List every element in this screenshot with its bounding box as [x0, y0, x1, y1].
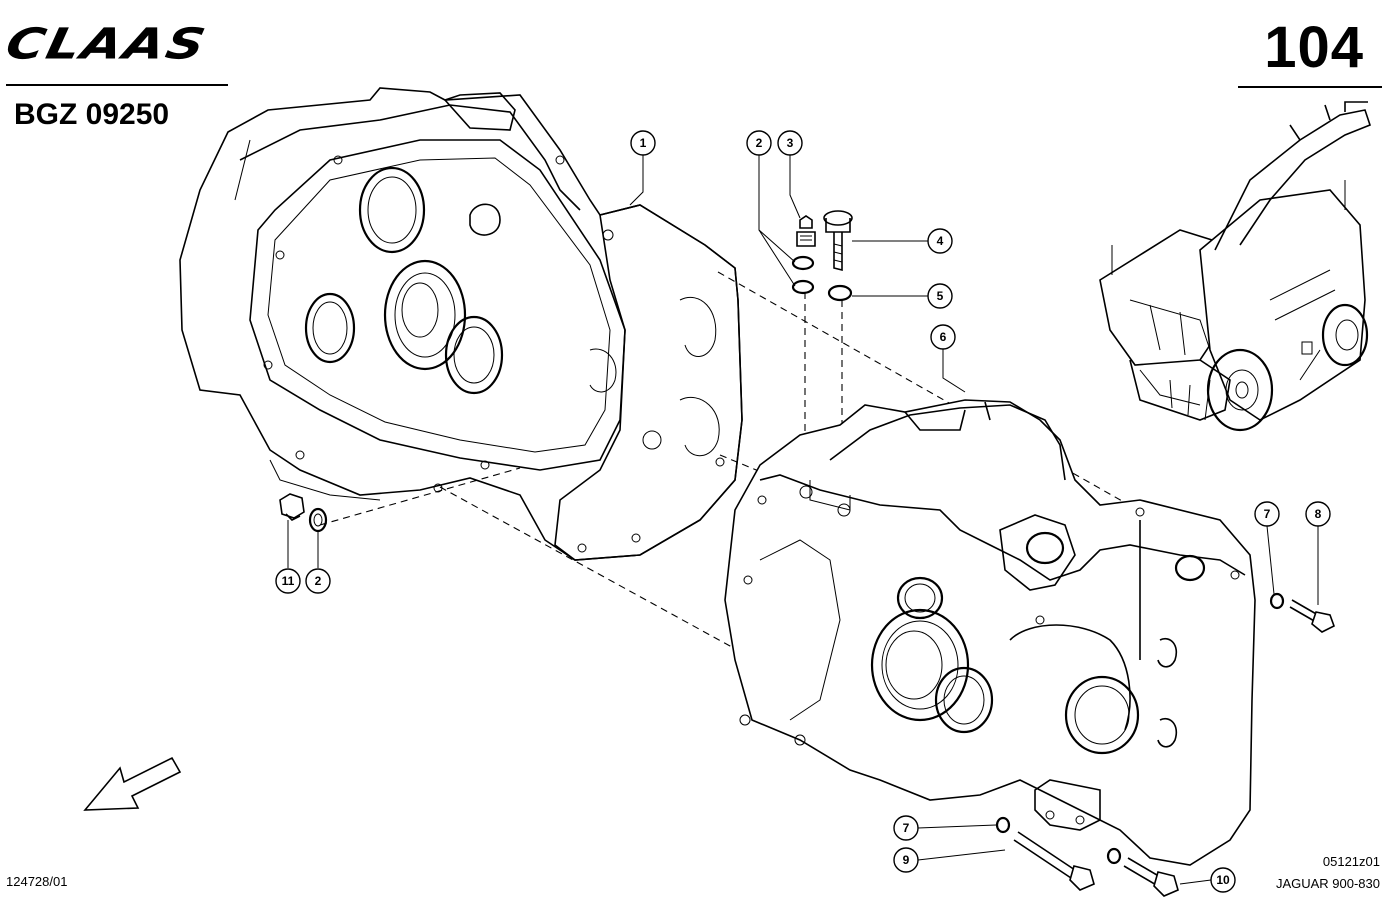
callout-4: 4 — [927, 228, 953, 254]
breather-valve — [796, 215, 816, 247]
leader-lines — [287, 155, 1319, 885]
gearbox-housing-left — [179, 87, 743, 561]
svg-text:8: 8 — [1315, 507, 1322, 521]
svg-text:2: 2 — [315, 574, 322, 588]
callout-2-top: 2 — [746, 130, 772, 156]
callout-5: 5 — [927, 283, 953, 309]
callout-3: 3 — [777, 130, 803, 156]
callout-1: 1 — [630, 130, 656, 156]
document-reference: 124728/01 — [6, 874, 68, 889]
svg-text:2: 2 — [756, 136, 763, 150]
front-direction-arrow-icon — [83, 756, 182, 811]
callout-7-bottom: 7 — [893, 815, 919, 841]
svg-text:3: 3 — [787, 136, 794, 150]
svg-text:11: 11 — [282, 574, 295, 588]
sealing-rings — [308, 255, 1285, 865]
forage-harvester-icon — [1099, 101, 1371, 432]
svg-text:7: 7 — [1264, 507, 1271, 521]
drain-plug — [823, 210, 853, 272]
svg-text:6: 6 — [940, 330, 947, 344]
group-code: BGZ 09250 — [14, 98, 170, 131]
model-designation: JAGUAR 900-830 — [1275, 876, 1380, 891]
svg-text:1: 1 — [640, 136, 647, 150]
svg-text:4: 4 — [937, 234, 944, 248]
svg-text:9: 9 — [903, 853, 910, 867]
drawing-reference: 05121z01 — [1322, 854, 1380, 869]
page-number: 104 — [1264, 15, 1364, 80]
svg-text:10: 10 — [1216, 873, 1230, 887]
callout-9: 9 — [893, 847, 919, 873]
svg-text:7: 7 — [903, 821, 910, 835]
callout-10: 10 — [1210, 867, 1236, 893]
callout-7-right: 7 — [1254, 501, 1280, 527]
header-rule-right — [1238, 86, 1382, 88]
header-rule-left — [6, 84, 228, 86]
callout-8: 8 — [1305, 501, 1331, 527]
plug-screw-11 — [279, 493, 305, 521]
callout-6: 6 — [930, 324, 956, 350]
callout-2-left: 2 — [305, 568, 331, 594]
svg-text:5: 5 — [937, 289, 944, 303]
gearbox-housing-right — [724, 399, 1256, 866]
hex-bolts — [1013, 599, 1335, 897]
callout-11: 11 — [275, 568, 301, 594]
